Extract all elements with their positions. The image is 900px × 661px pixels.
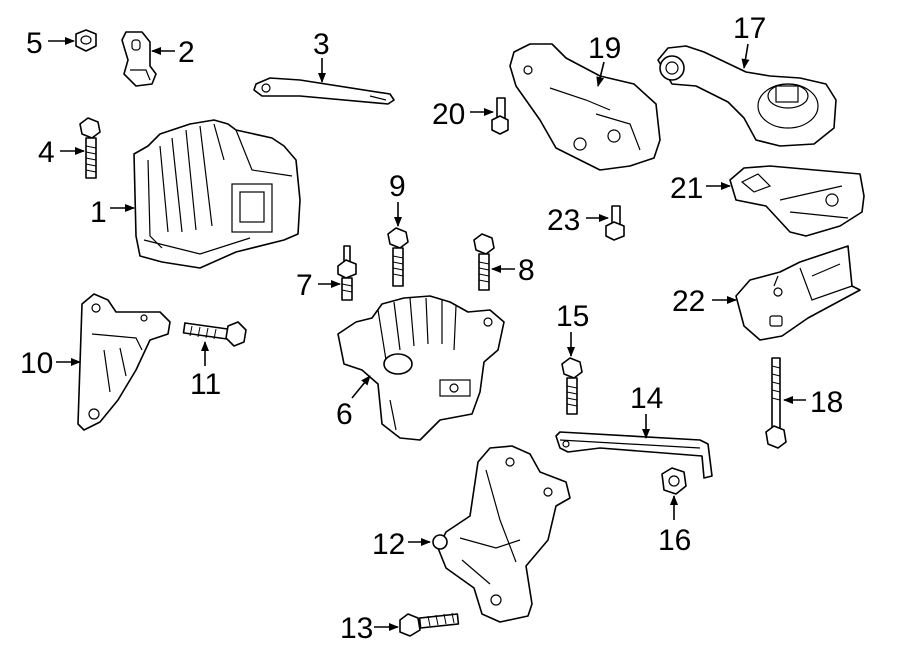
part-7-stud — [337, 245, 357, 301]
callout-21: 21 — [670, 172, 703, 205]
part-5-nut — [75, 29, 97, 52]
part-11-bolt — [182, 321, 247, 347]
callout-3: 3 — [313, 28, 330, 61]
part-3-bracket — [253, 77, 395, 105]
part-22-shield — [735, 245, 861, 341]
part-23-bolt — [605, 205, 625, 241]
leader-17 — [741, 43, 750, 69]
callout-7: 7 — [296, 269, 313, 302]
part-14-bracket — [555, 431, 713, 479]
part-16-nut — [661, 467, 687, 495]
callout-1: 1 — [90, 196, 107, 229]
part-18-bolt — [765, 357, 787, 449]
callout-11: 11 — [190, 368, 221, 401]
callout-18: 18 — [810, 386, 843, 419]
part-8-bolt — [473, 233, 495, 291]
part-6-transmission-mount — [337, 295, 505, 441]
part-19-bracket — [509, 43, 661, 171]
callout-15: 15 — [556, 300, 589, 333]
callout-6: 6 — [336, 398, 353, 431]
callout-4: 4 — [38, 136, 55, 169]
callout-9: 9 — [389, 170, 406, 203]
part-9-bolt — [387, 227, 409, 287]
callout-13: 13 — [340, 612, 373, 645]
leader-6 — [351, 375, 371, 399]
callout-12: 12 — [372, 528, 405, 561]
part-12-bracket — [432, 445, 571, 623]
part-4-bolt — [79, 117, 101, 179]
callout-23: 23 — [547, 204, 580, 237]
part-1-engine-mount — [133, 119, 301, 269]
callout-2: 2 — [178, 36, 195, 69]
part-10-bracket — [77, 293, 171, 431]
callout-14: 14 — [630, 382, 663, 415]
callout-22: 22 — [672, 285, 705, 318]
callout-10: 10 — [20, 347, 53, 380]
part-17-torque-strut — [657, 45, 837, 147]
callout-17: 17 — [733, 12, 766, 45]
callout-5: 5 — [26, 27, 43, 60]
part-21-plate — [729, 165, 865, 237]
part-15-bolt — [561, 357, 583, 415]
part-20-bolt — [491, 97, 509, 135]
callout-20: 20 — [432, 98, 465, 131]
callout-19: 19 — [588, 32, 621, 65]
part-13-bolt — [399, 612, 460, 637]
callout-16: 16 — [658, 524, 691, 557]
leader-19 — [596, 61, 605, 87]
callout-8: 8 — [518, 254, 535, 287]
part-2-bracket — [121, 31, 157, 87]
